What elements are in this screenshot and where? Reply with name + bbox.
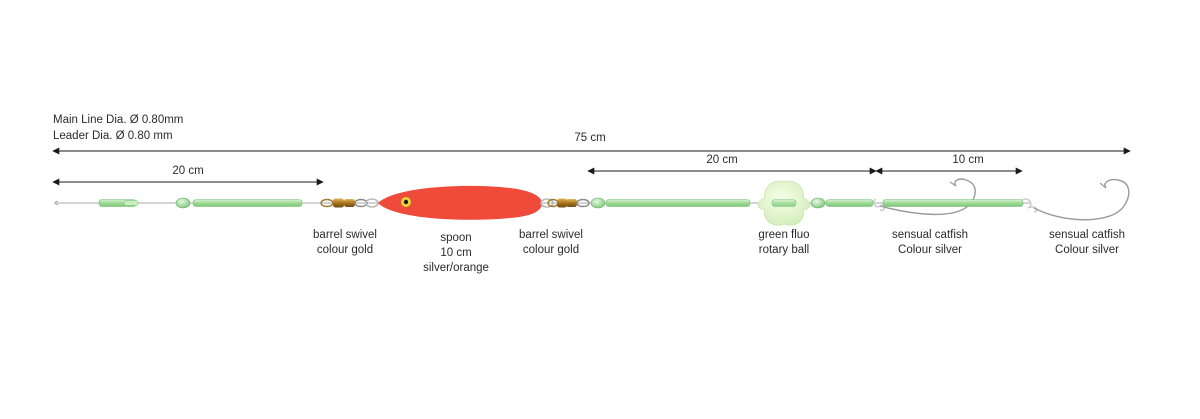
label-barrel-swivel-2: barrel swivel colour gold bbox=[519, 229, 583, 256]
spoon-snap-right bbox=[540, 198, 554, 208]
label-rotary-ball: green fluo rotary ball bbox=[758, 229, 810, 256]
left-tube-section bbox=[98, 197, 303, 209]
label-barrel-swivel-1: barrel swivel colour gold bbox=[313, 229, 377, 256]
line-info: Main Line Dia. Ø 0.80mm Leader Dia. Ø 0.… bbox=[53, 112, 183, 144]
rotary-ball bbox=[757, 180, 811, 226]
dimension-label-left-leader: 20 cm bbox=[172, 165, 204, 177]
right-tube-section bbox=[882, 199, 1024, 207]
spoon-lure bbox=[378, 185, 542, 220]
dimension-label-hook-gap: 10 cm bbox=[952, 154, 984, 166]
barrel-swivel-1 bbox=[320, 198, 368, 208]
leader-diameter: Leader Dia. Ø 0.80 mm bbox=[53, 130, 173, 142]
mid-tube-section bbox=[590, 197, 874, 209]
main-line-diameter: Main Line Dia. Ø 0.80mm bbox=[53, 114, 184, 126]
label-hook-2: sensual catfish Colour silver bbox=[1048, 229, 1126, 256]
label-spoon: spoon 10 cm silver/orange bbox=[423, 232, 489, 274]
hook-2 bbox=[1021, 178, 1130, 221]
barrel-swivel-2 bbox=[547, 198, 590, 208]
dimension-label-total: 75 cm bbox=[574, 132, 606, 144]
hook-1 bbox=[873, 178, 976, 216]
label-hook-1: sensual catfish Colour silver bbox=[891, 229, 969, 256]
dimension-label-mid-section: 20 cm bbox=[706, 154, 738, 166]
